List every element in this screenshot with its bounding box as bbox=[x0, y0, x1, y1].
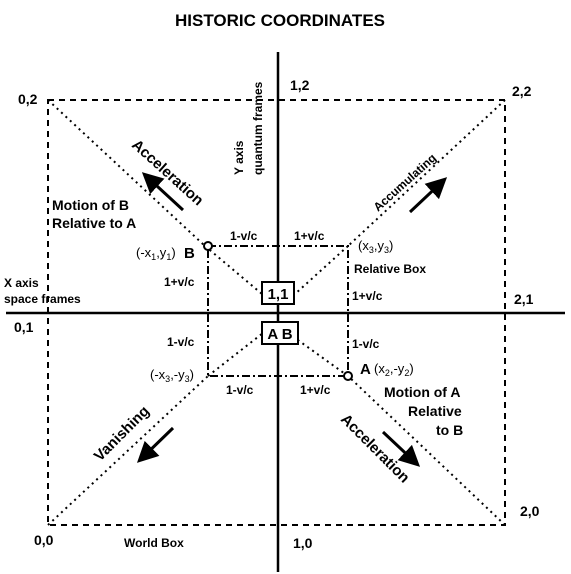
point-neg-x3y3-coords: (-x3,-y3) bbox=[150, 367, 194, 384]
center-box-label: 1,1 bbox=[268, 286, 289, 303]
label-right-center: 2,1 bbox=[514, 291, 534, 307]
ab-box-label: A B bbox=[267, 326, 292, 343]
label-bottom-center: 1,0 bbox=[293, 535, 313, 551]
motion-b-line2: Relative to A bbox=[52, 215, 136, 231]
diagonal-negx3-to-ab bbox=[207, 332, 264, 377]
relative-box-label: Relative Box bbox=[354, 262, 426, 276]
factor-top-left: 1-v/c bbox=[230, 229, 258, 243]
x-axis-sublabel: space frames bbox=[4, 292, 81, 306]
center-box bbox=[261, 281, 295, 305]
corner-top-left: 0,2 bbox=[18, 91, 38, 107]
diagonal-b-to-center bbox=[204, 245, 263, 295]
diagram-title: HISTORIC COORDINATES bbox=[175, 11, 385, 30]
point-a bbox=[343, 371, 353, 381]
motion-a-line1: Motion of A bbox=[384, 384, 460, 400]
diagonal-bottom-right bbox=[347, 375, 506, 526]
point-b-coords: (-x1,y1) bbox=[136, 245, 176, 262]
motion-b-line1: Motion of B bbox=[52, 197, 129, 213]
corner-bottom-right: 2,0 bbox=[520, 503, 540, 519]
y-axis-label: Y axis bbox=[232, 140, 246, 175]
ab-box bbox=[261, 321, 299, 345]
label-acceleration-top: Acceleration bbox=[128, 136, 206, 209]
arrow-up-right bbox=[408, 177, 448, 214]
diagonal-x3y3-to-center bbox=[294, 245, 349, 295]
diagonal-top-right bbox=[347, 99, 506, 247]
factor-bottom-right: 1+v/c bbox=[300, 383, 331, 397]
corner-bottom-left: 0,0 bbox=[34, 532, 54, 548]
motion-a-line3: to B bbox=[436, 422, 463, 438]
arrow-up-left bbox=[141, 172, 185, 212]
x-axis-label: X axis bbox=[4, 276, 39, 290]
corner-top-right: 2,2 bbox=[512, 83, 532, 99]
factor-right-upper: 1+v/c bbox=[352, 289, 383, 303]
factor-left-lower: 1-v/c bbox=[167, 335, 195, 349]
point-a-label: A bbox=[360, 361, 371, 378]
point-b bbox=[203, 241, 213, 251]
factor-right-lower: 1-v/c bbox=[352, 337, 380, 351]
motion-a-line2: Relative bbox=[408, 403, 462, 419]
diagonal-bottom-left bbox=[47, 375, 209, 526]
arrow-down-left bbox=[136, 426, 175, 463]
point-a-coords: (x2,-y2) bbox=[374, 361, 414, 378]
factor-bottom-left: 1-v/c bbox=[226, 383, 254, 397]
label-left-center: 0,1 bbox=[14, 319, 34, 335]
factor-top-right: 1+v/c bbox=[294, 229, 325, 243]
factor-left-upper: 1+v/c bbox=[164, 275, 195, 289]
point-x3y3-coords: (x3,y3) bbox=[358, 238, 393, 255]
label-top-center: 1,2 bbox=[290, 77, 310, 93]
relative-box bbox=[207, 245, 349, 377]
label-accumulating: Accumulating bbox=[371, 151, 439, 214]
point-b-label: B bbox=[184, 245, 195, 262]
world-box-label: World Box bbox=[124, 536, 184, 550]
y-axis-sublabel: quantum frames bbox=[251, 81, 265, 175]
diagonal-a-to-ab bbox=[294, 337, 349, 377]
arrow-down-right bbox=[381, 430, 421, 467]
